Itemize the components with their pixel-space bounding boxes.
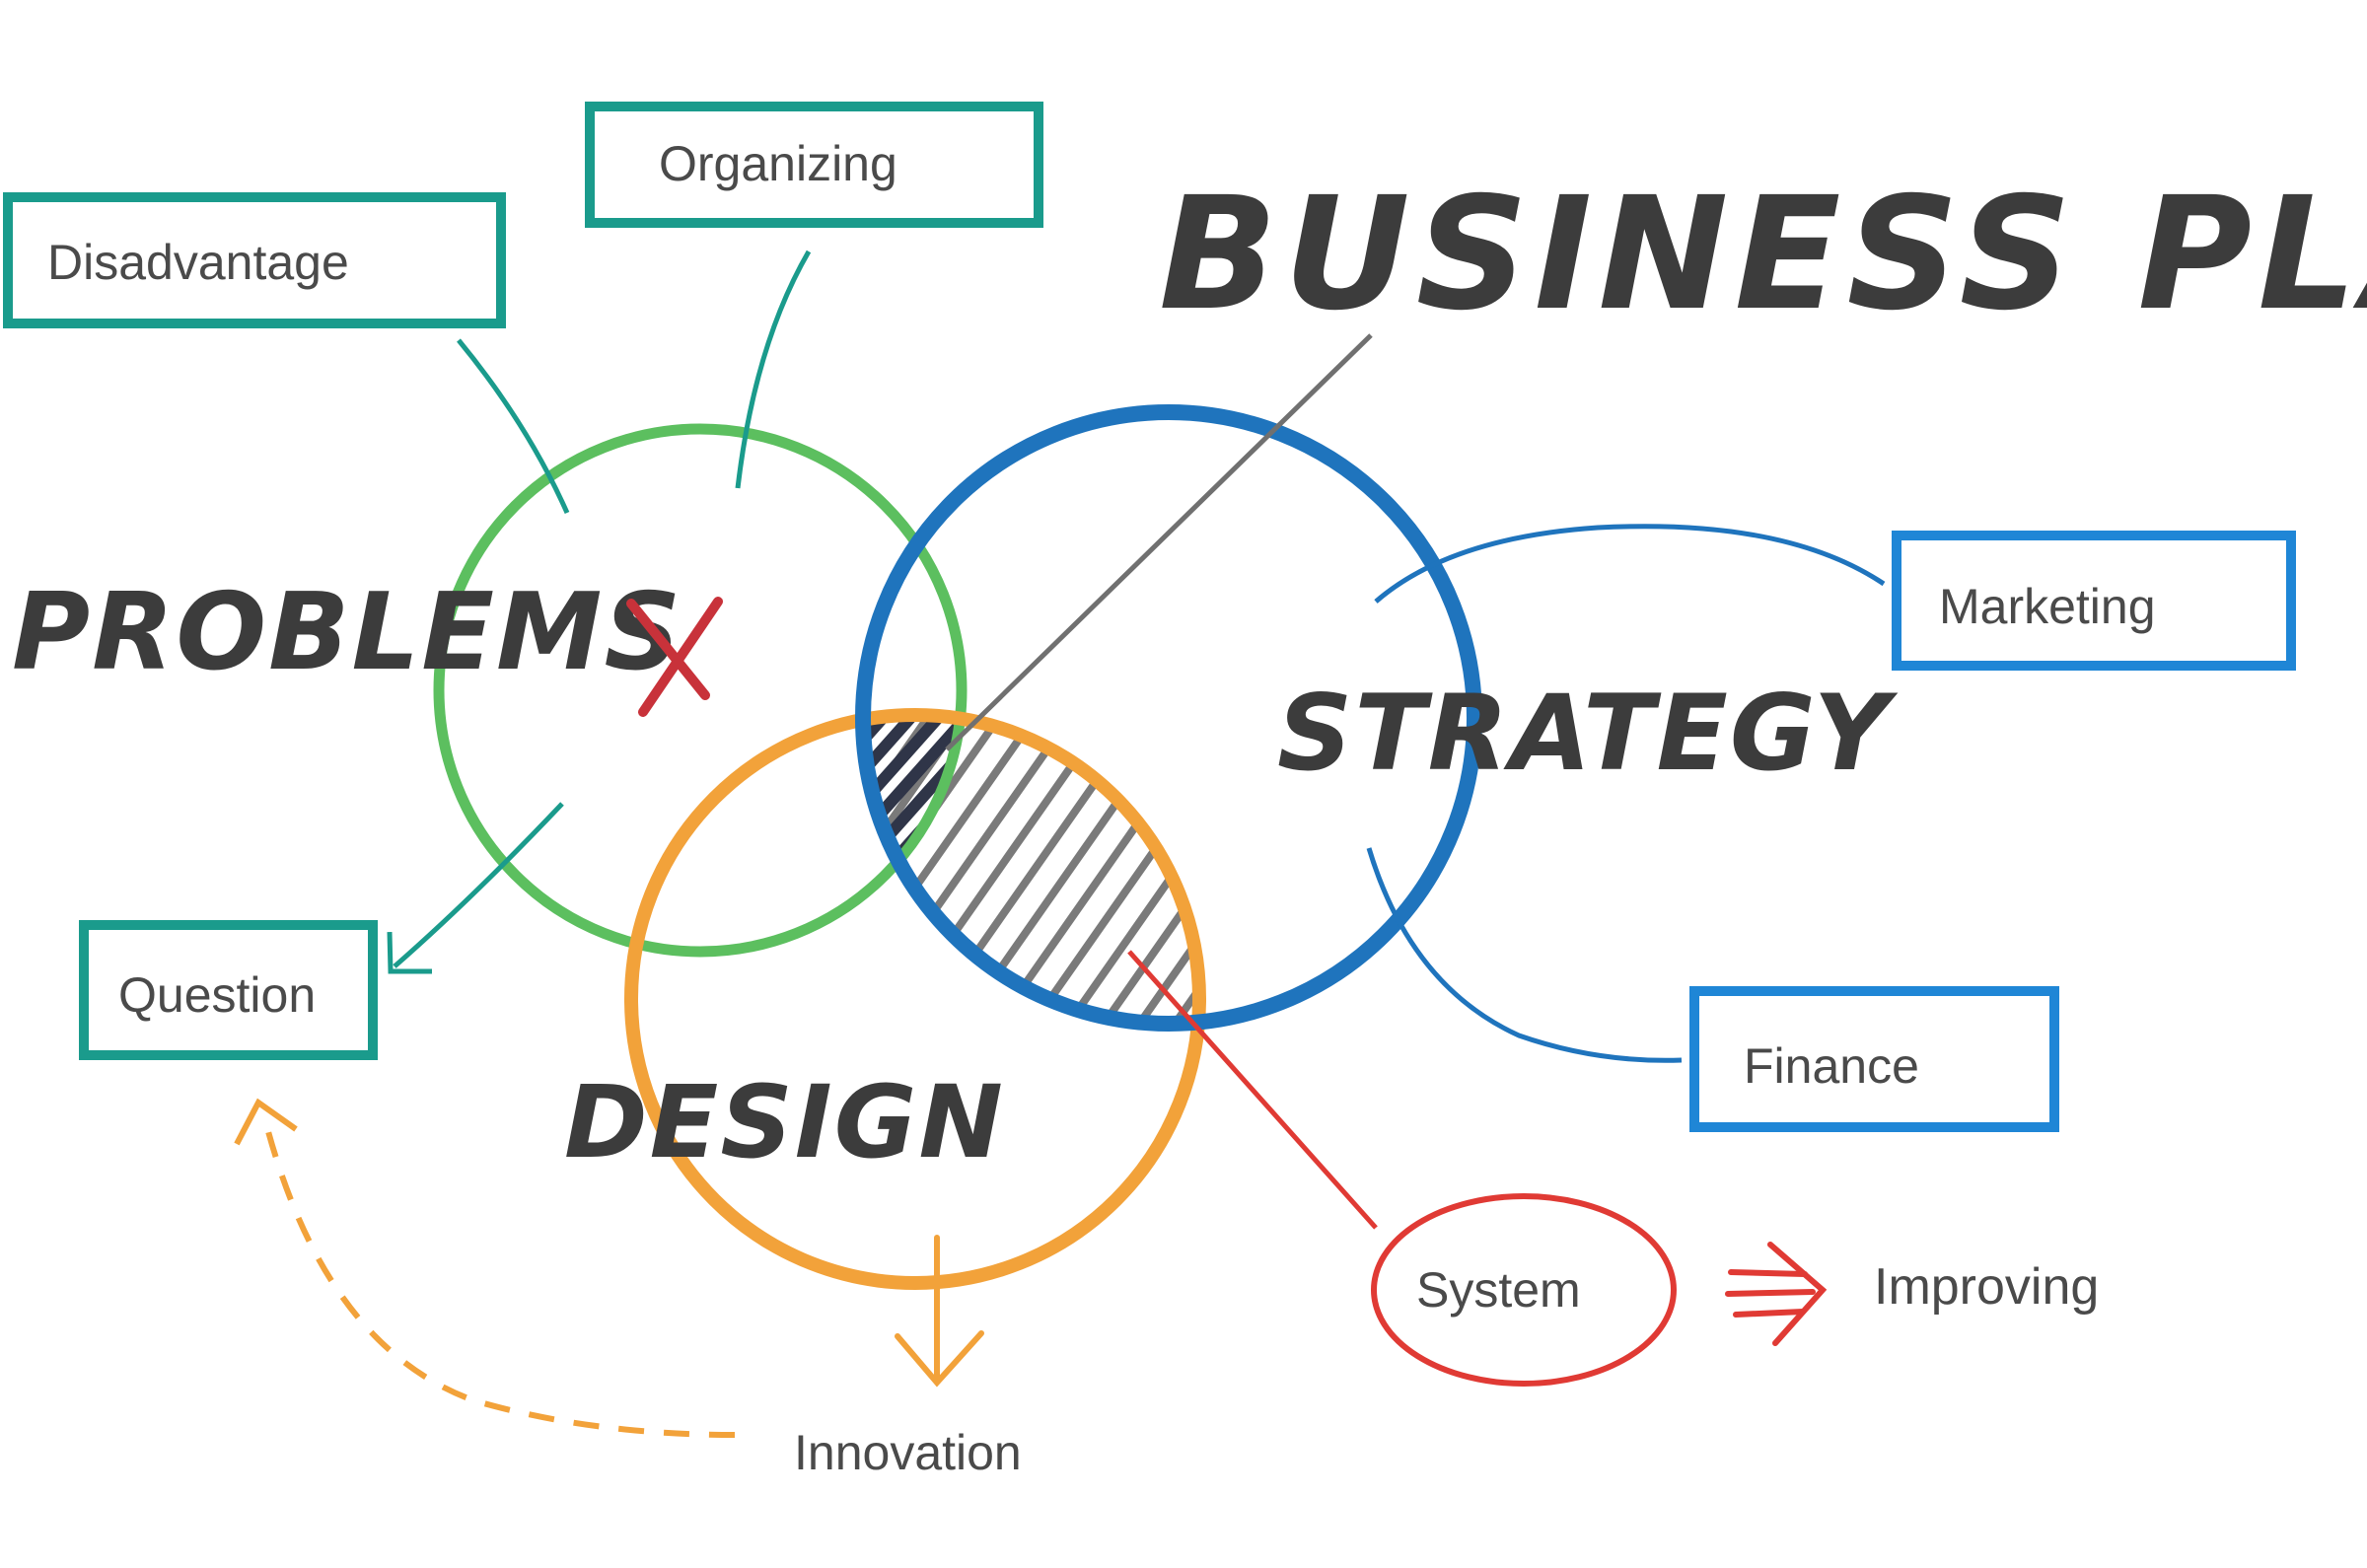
disadvantage-box	[3, 192, 506, 328]
disadvantage-connector	[457, 338, 570, 515]
finance-box	[1689, 986, 2059, 1132]
finance-connector	[1366, 847, 1683, 1063]
hatch-line	[863, 715, 1093, 1024]
disadvantage-label: Disadvantage	[47, 235, 349, 290]
system-label: System	[1416, 1262, 1581, 1318]
finance-label: Finance	[1744, 1038, 1919, 1094]
problems-label: PROBLEMS	[12, 571, 682, 694]
organizing-connector	[735, 249, 812, 489]
marketing-label: Marketing	[1939, 579, 2156, 634]
marketing-connector	[1374, 524, 1886, 604]
innovation-label: Innovation	[794, 1425, 1022, 1480]
title-connector-line	[945, 333, 1373, 751]
x-mark-icon	[626, 597, 723, 717]
question-arrow-icon	[387, 931, 432, 974]
innovation-arrow-icon	[895, 1235, 984, 1388]
improving-label: Improving	[1874, 1258, 2099, 1316]
innovation-to-question-dashed	[263, 1123, 736, 1438]
design-circle	[624, 708, 1206, 1290]
organizing-label: Organizing	[659, 136, 897, 191]
question-box	[79, 920, 378, 1060]
design-label: DESIGN	[564, 1064, 1005, 1181]
page-title: BUSINESS PLAN	[1159, 164, 2367, 345]
problems-circle	[433, 423, 968, 958]
system-ring	[1371, 1193, 1677, 1387]
system-connector-line	[1127, 950, 1378, 1230]
question-label: Question	[118, 967, 316, 1023]
marketing-box	[1892, 531, 2296, 671]
improving-arrow-icon	[1725, 1242, 1828, 1346]
hatch-dark-line	[863, 715, 962, 874]
organizing-box	[585, 102, 1043, 228]
question-dashed-arrowhead-icon	[234, 1098, 298, 1146]
strategy-label: STRATEGY	[1277, 673, 1899, 794]
strategy-circle	[855, 404, 1482, 1032]
question-connector	[393, 802, 564, 968]
